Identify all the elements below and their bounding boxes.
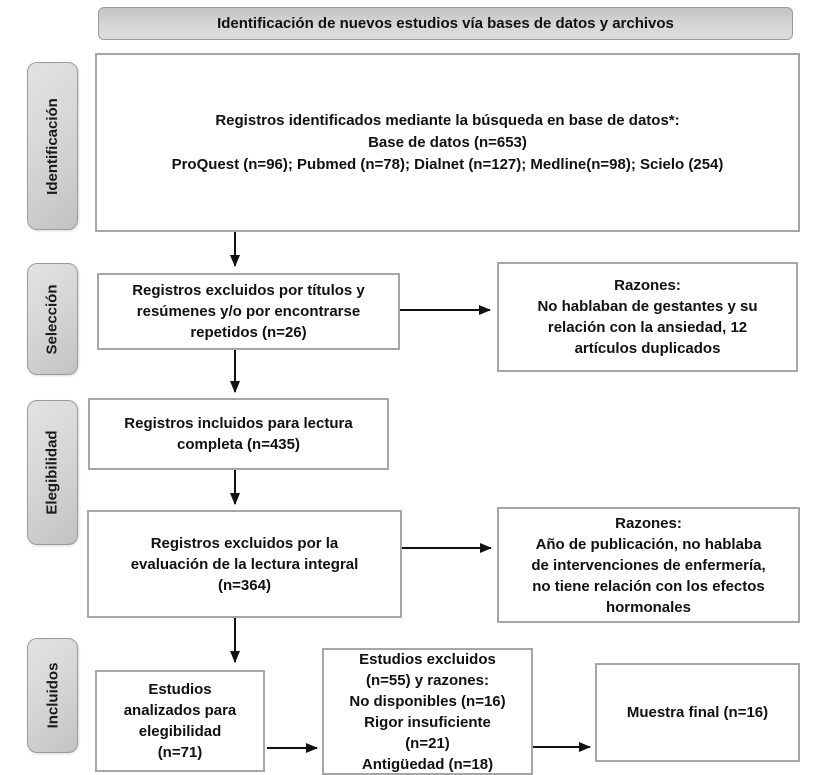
stage-label-text: Elegibilidad: [44, 430, 61, 515]
box-reasons-screening: Razones: No hablaban de gestantes y su r…: [497, 262, 798, 372]
box-records-identified: Registros identificados mediante la búsq…: [95, 53, 800, 232]
box-full-text-reading: Registros incluidos para lectura complet…: [88, 398, 389, 470]
diagram-title-text: Identificación de nuevos estudios vía ba…: [217, 15, 674, 32]
box-studies-excluded-final: Estudios excluidos (n=55) y razones: No …: [322, 648, 533, 775]
box-final-sample: Muestra final (n=16): [595, 663, 800, 762]
box-records-excluded-full-text: Registros excluidos por la evaluación de…: [87, 510, 402, 618]
box-studies-analyzed: Estudios analizados para elegibilidad (n…: [95, 670, 265, 772]
stage-label-incluidos: Incluidos: [27, 638, 78, 753]
box-records-excluded-screening: Registros excluidos por títulos y resúme…: [97, 273, 400, 350]
diagram-title: Identificación de nuevos estudios vía ba…: [98, 7, 793, 40]
box-reasons-full-text: Razones: Año de publicación, no hablaba …: [497, 507, 800, 623]
stage-label-text: Selección: [44, 283, 62, 355]
stage-label-text: Incluidos: [44, 662, 61, 729]
stage-label-identificacion: Identificación: [27, 62, 78, 230]
stage-label-elegibilidad: Elegibilidad: [27, 400, 78, 545]
stage-label-text: Identificación: [44, 97, 61, 195]
stage-label-seleccion: Selección: [27, 263, 78, 375]
